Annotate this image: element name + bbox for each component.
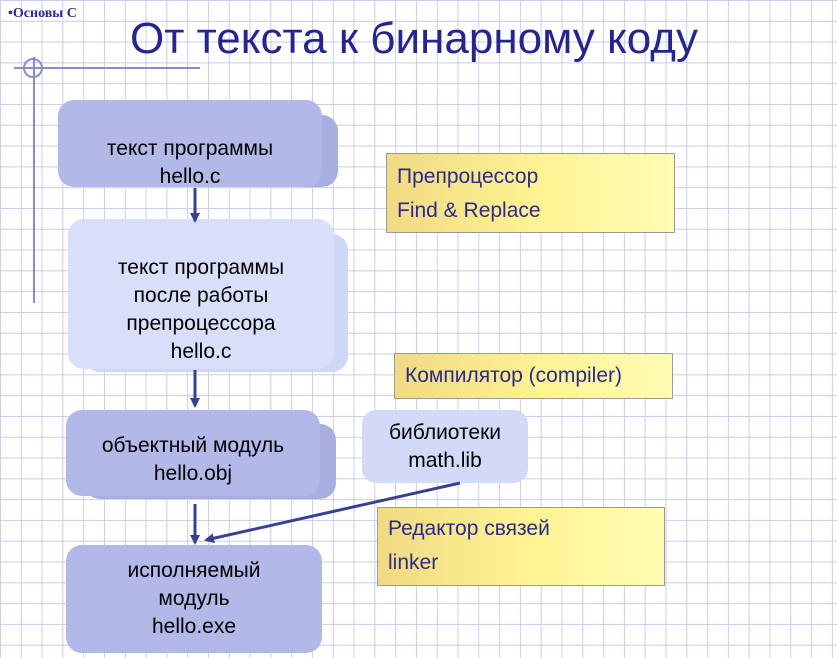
object-module-box-face: объектный модуль hello.obj	[66, 410, 320, 496]
slide-tag: •Основы С	[8, 6, 77, 21]
executable-label-1: исполняемый	[127, 559, 261, 582]
source-code-box-face: текст программы hello.c	[58, 100, 322, 188]
source-code-filename: hello.c	[159, 164, 221, 188]
library-label: библиотеки	[388, 420, 502, 444]
preprocessed-filename: hello.c	[170, 340, 232, 363]
decor-vertical-line	[33, 57, 35, 303]
decor-horizontal-line	[14, 67, 200, 69]
source-code-label: текст программы	[106, 136, 274, 160]
library-filename: math.lib	[408, 448, 482, 472]
linker-note: Редактор связей linker	[377, 507, 665, 586]
object-module-filename: hello.obj	[153, 462, 233, 485]
slide-title: От текста к бинарному коду	[130, 14, 698, 63]
compiler-note-title: Компилятор (compiler)	[405, 364, 622, 387]
preprocessor-note: Препроцессор Find & Replace	[386, 153, 675, 233]
compiler-note: Компилятор (compiler)	[394, 353, 673, 399]
preprocessor-note-title: Препроцессор	[397, 165, 539, 188]
linker-note-title: Редактор связей	[388, 517, 550, 540]
executable-module-box-face: исполняемый модуль hello.exe	[66, 545, 322, 653]
executable-filename: hello.exe	[151, 615, 237, 638]
preprocessed-label-1: текст программы	[117, 256, 285, 279]
preprocessed-code-box-face: текст программы после работы препроцессо…	[68, 219, 334, 369]
preprocessed-label-3: препроцессора	[126, 312, 276, 335]
library-box: библиотеки math.lib	[362, 410, 528, 483]
preprocessed-label-2: после работы	[133, 284, 269, 307]
arrow-library-to-executable	[204, 481, 461, 544]
preprocessor-note-subtitle: Find & Replace	[397, 199, 541, 222]
object-module-label: объектный модуль	[101, 434, 285, 457]
executable-label-2: модуль	[158, 587, 230, 610]
decor-circle	[23, 58, 43, 78]
linker-note-subtitle: linker	[388, 551, 439, 574]
